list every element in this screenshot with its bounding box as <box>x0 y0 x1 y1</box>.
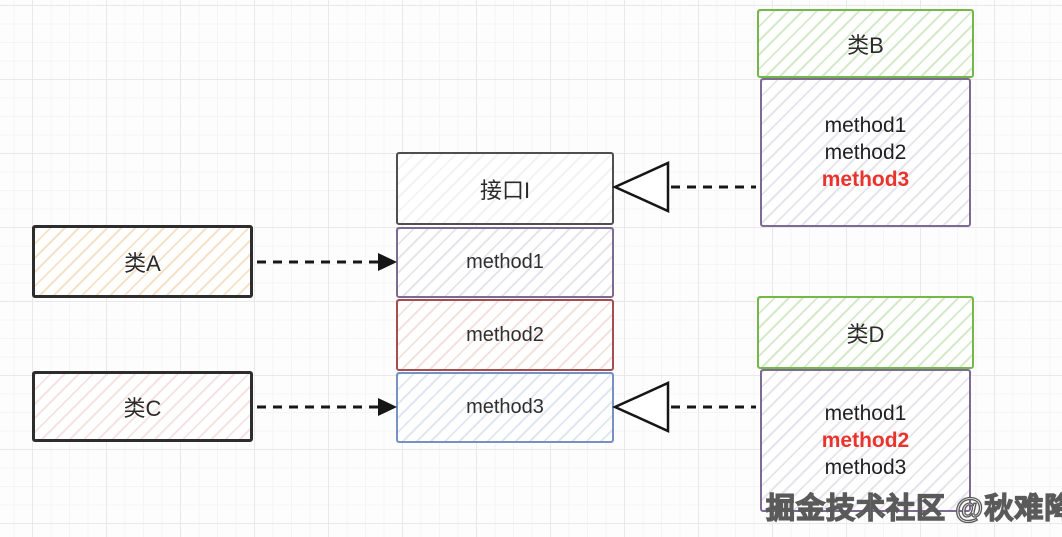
arrow-class-c-to-method3 <box>257 398 397 416</box>
class-b-method3-label: method3 <box>821 168 910 191</box>
hollow-triangle-arrowhead-icon <box>611 161 670 213</box>
interface-method2-box: method2 <box>396 299 614 371</box>
class-d-header-box: 类D <box>757 296 974 369</box>
watermark: 掘金技术社区 @秋难降 <box>765 492 1062 525</box>
interface-header-box: 接口I <box>396 152 614 225</box>
class-c-box: 类C <box>32 371 253 442</box>
solid-arrowhead-icon <box>378 253 397 271</box>
interface-method3-box: method3 <box>396 372 614 443</box>
realization-class-d-to-method3 <box>611 381 756 433</box>
class-a-box: 类A <box>32 225 253 298</box>
class-c-label: 类C <box>123 395 162 421</box>
class-b-title: 类B <box>847 32 884 58</box>
class-b-method1-label: method1 <box>824 114 907 137</box>
solid-arrowhead-icon <box>378 398 397 416</box>
class-d-method2-label: method2 <box>821 429 910 452</box>
interface-title: 接口I <box>479 177 531 203</box>
arrow-class-a-to-method1 <box>257 253 397 271</box>
class-b-method2-label: method2 <box>824 141 907 164</box>
class-b-header-box: 类B <box>757 9 974 78</box>
class-d-method3-label: method3 <box>824 456 907 479</box>
class-d-method1-label: method1 <box>824 402 907 425</box>
interface-method2-label: method2 <box>466 323 544 346</box>
class-a-label: 类A <box>124 250 161 276</box>
class-d-title: 类D <box>846 321 885 347</box>
interface-method1-box: method1 <box>396 227 614 298</box>
class-d-methods-box: method1 method2 method3 <box>760 369 971 512</box>
hollow-triangle-arrowhead-icon <box>611 381 670 433</box>
interface-method3-label: method3 <box>466 396 544 418</box>
class-b-methods-box: method1 method2 method3 <box>760 78 971 227</box>
realization-class-b-to-interface <box>611 161 756 213</box>
interface-method1-label: method1 <box>466 251 544 273</box>
